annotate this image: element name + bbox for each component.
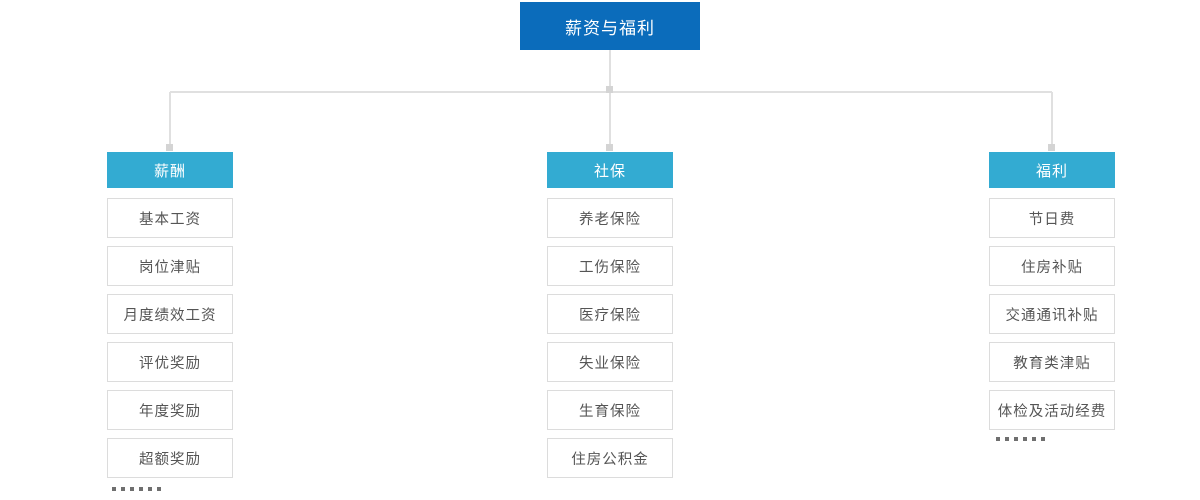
leaf-node[interactable]: 住房公积金: [547, 438, 673, 478]
more-items-ellipsis-icon: [996, 437, 1045, 441]
leaf-node-label: 医疗保险: [579, 307, 641, 324]
leaf-node-label: 月度绩效工资: [123, 307, 217, 324]
leaf-node-label: 年度奖励: [139, 403, 201, 420]
root-node-label: 薪资与福利: [565, 18, 655, 38]
root-node-compensation-and-benefits[interactable]: 薪资与福利: [520, 2, 700, 50]
leaf-node[interactable]: 年度奖励: [107, 390, 233, 430]
leaf-node-label: 生育保险: [579, 403, 641, 420]
leaf-node-label: 养老保险: [579, 211, 641, 228]
leaf-node-label: 失业保险: [579, 355, 641, 372]
leaf-node[interactable]: 岗位津贴: [107, 246, 233, 286]
branch-node-social-insurance[interactable]: 社保: [547, 152, 673, 188]
leaf-node[interactable]: 生育保险: [547, 390, 673, 430]
leaf-node-label: 超额奖励: [139, 451, 201, 468]
leaf-node-label: 岗位津贴: [139, 259, 201, 276]
leaf-node-label: 工伤保险: [579, 259, 641, 276]
leaf-node[interactable]: 超额奖励: [107, 438, 233, 478]
leaf-node-label: 评优奖励: [139, 355, 201, 372]
leaf-node-label: 住房公积金: [571, 451, 649, 468]
branch-node-label: 福利: [1035, 163, 1068, 180]
leaf-node[interactable]: 节日费: [989, 198, 1115, 238]
leaf-node[interactable]: 失业保险: [547, 342, 673, 382]
leaf-node-label: 基本工资: [139, 211, 201, 228]
branch-node-label: 薪酬: [153, 163, 186, 180]
leaf-node[interactable]: 医疗保险: [547, 294, 673, 334]
leaf-node[interactable]: 交通通讯补贴: [989, 294, 1115, 334]
leaf-node-label: 教育类津贴: [1013, 355, 1091, 372]
branch-node-welfare[interactable]: 福利: [989, 152, 1115, 188]
leaf-node[interactable]: 工伤保险: [547, 246, 673, 286]
leaf-node-label: 住房补贴: [1021, 259, 1083, 276]
leaf-node[interactable]: 评优奖励: [107, 342, 233, 382]
more-items-ellipsis-icon: [112, 487, 161, 491]
leaf-node[interactable]: 体检及活动经费: [989, 390, 1115, 430]
leaf-node[interactable]: 住房补贴: [989, 246, 1115, 286]
leaf-node-label: 体检及活动经费: [997, 403, 1107, 420]
branch-node-salary[interactable]: 薪酬: [107, 152, 233, 188]
leaf-node[interactable]: 月度绩效工资: [107, 294, 233, 334]
leaf-node[interactable]: 养老保险: [547, 198, 673, 238]
leaf-node[interactable]: 教育类津贴: [989, 342, 1115, 382]
leaf-node[interactable]: 基本工资: [107, 198, 233, 238]
leaf-node-label: 节日费: [1028, 211, 1076, 228]
branch-node-label: 社保: [593, 163, 626, 180]
leaf-node-label: 交通通讯补贴: [1005, 307, 1099, 324]
